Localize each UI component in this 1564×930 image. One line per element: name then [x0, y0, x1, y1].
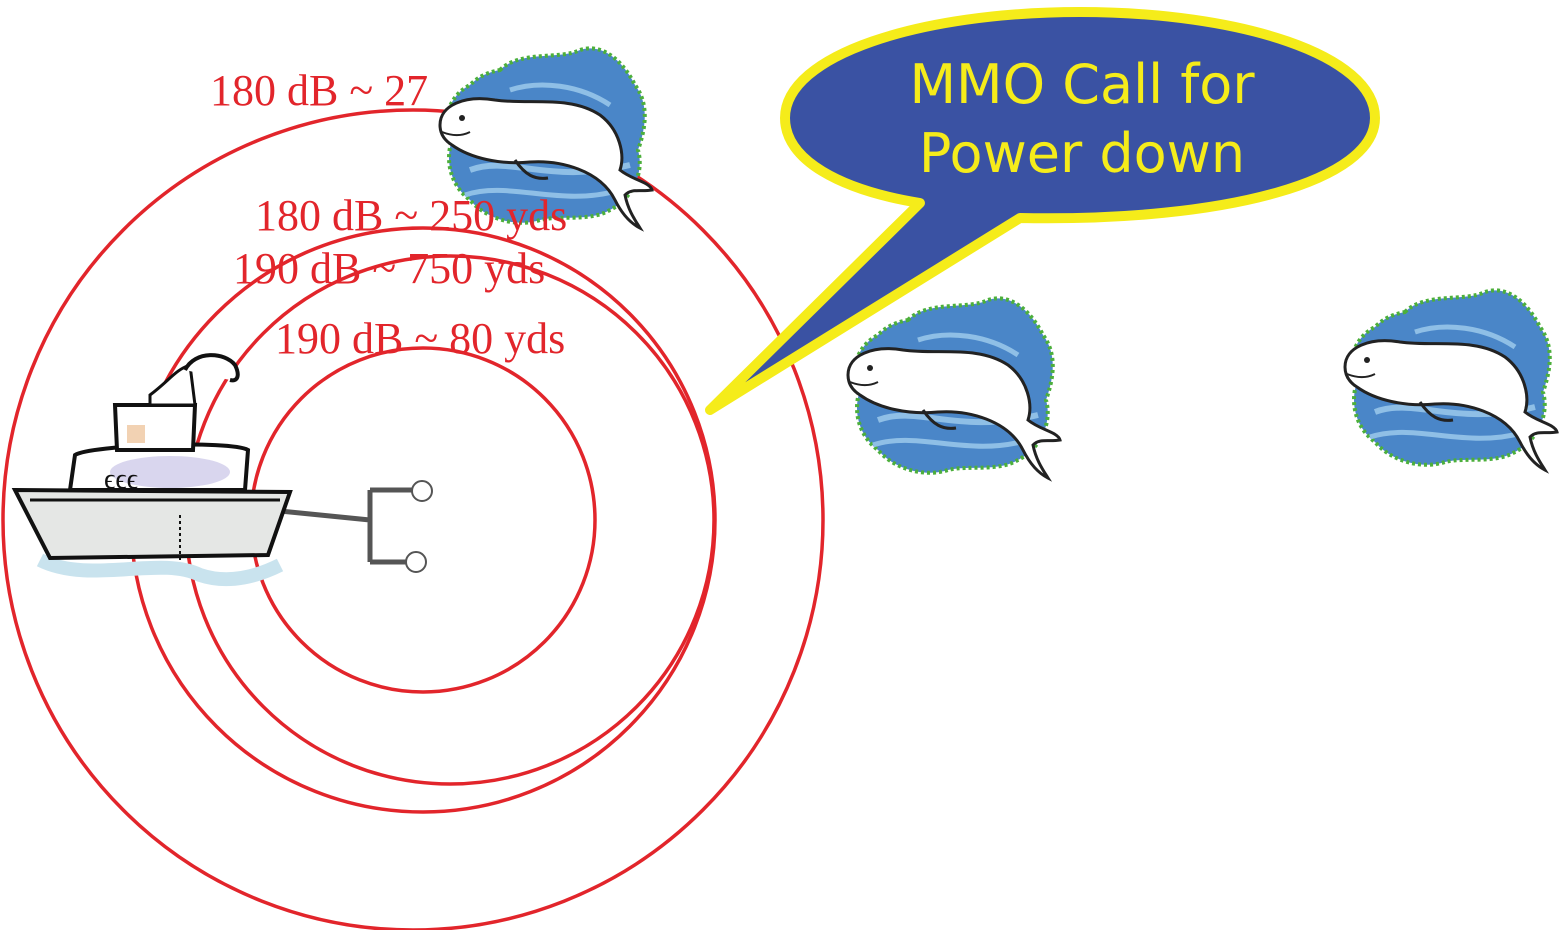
mmo-callout-bubble: MMO Call for Power down — [705, 7, 1380, 415]
callout-line-1: MMO Call for — [909, 53, 1255, 116]
hydrophone-array-icon — [269, 480, 433, 573]
ring-label-190db-750yds: 190 dB ~ 750 yds — [233, 244, 545, 293]
svg-text:ϵϵϵ: ϵϵϵ — [104, 464, 138, 495]
beluga-whale-icon — [1345, 290, 1557, 470]
ring-label-outer: 180 dB ~ 27 — [210, 66, 428, 115]
ring-outer-180db — [1, 108, 825, 930]
ring-190db-80yds — [249, 346, 597, 694]
ring-label-180db-250yds: 180 dB ~ 250 yds — [255, 191, 567, 240]
ship-icon: ϵϵϵ — [11, 353, 293, 587]
ring-label-190db-80yds: 190 dB ~ 80 yds — [275, 314, 565, 363]
beluga-whale-icon — [848, 298, 1060, 478]
callout-line-2: Power down — [919, 122, 1245, 185]
